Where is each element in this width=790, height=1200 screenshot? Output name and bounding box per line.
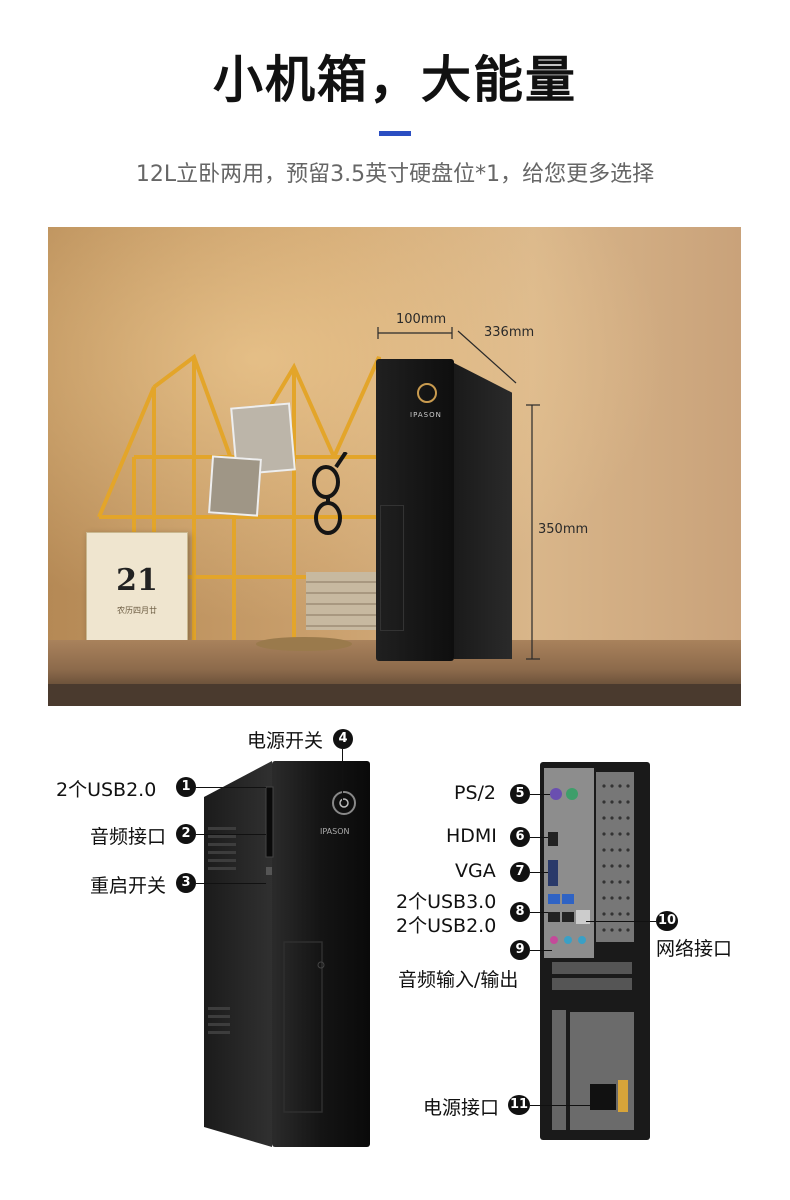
callout-label-10: 网络接口 (656, 938, 733, 960)
callout-label-4: 电源开关 (247, 730, 324, 752)
callout-label-8a: 2个USB3.0 (396, 891, 497, 913)
width-dimension: 100mm (396, 312, 447, 327)
callout-badge-10: 10 (656, 911, 678, 931)
callout-leader (196, 834, 266, 835)
callout-badge-7: 7 (510, 862, 530, 882)
title-accent-bar (379, 131, 411, 136)
callout-leader (196, 787, 266, 788)
callout-badge-4: 4 (333, 729, 353, 749)
dimension-lines (377, 327, 540, 660)
callout-leader (342, 749, 343, 801)
product-scene-image: 21 农历四月廿 IPASON 100mm 336mm 350mm (48, 227, 741, 706)
svg-text:IPASON: IPASON (320, 827, 350, 836)
pc-back-view (540, 762, 650, 1140)
callout-leader (530, 912, 548, 913)
desk-edge (48, 684, 741, 706)
callout-label-9: 音频输入/输出 (398, 969, 519, 991)
callout-leader (530, 872, 548, 873)
pc-front-view: IPASON (204, 761, 370, 1147)
callout-badge-9: 9 (510, 940, 530, 960)
calendar-subtext: 农历四月廿 (117, 606, 157, 615)
page-subtitle: 12L立卧两用，预留3.5英寸硬盘位*1，给您更多选择 (135, 162, 655, 187)
power-button-icon (417, 383, 437, 403)
callout-label-7: VGA (455, 860, 496, 882)
page-title: 小机箱，大能量 (213, 51, 577, 109)
pc-brand-label: IPASON (410, 411, 442, 419)
pc-door (380, 505, 404, 631)
callout-leader (530, 837, 548, 838)
callout-label-1: 2个USB2.0 (56, 779, 157, 801)
callout-label-2: 音频接口 (90, 826, 167, 848)
desk-calendar: 21 农历四月廿 (86, 532, 188, 642)
callout-leader (530, 1105, 590, 1106)
callout-leader (530, 794, 550, 795)
callout-label-5: PS/2 (454, 782, 497, 804)
callout-leader (196, 883, 266, 884)
callout-label-6: HDMI (446, 825, 497, 847)
callout-badge-11: 11 (508, 1095, 530, 1115)
callout-badge-3: 3 (176, 873, 196, 893)
callout-badge-6: 6 (510, 827, 530, 847)
callout-label-11: 电源接口 (423, 1097, 500, 1119)
decor-plate (256, 637, 352, 651)
pc-front-panel: IPASON (376, 359, 454, 661)
callout-badge-8: 8 (510, 902, 530, 922)
pc-side-panel (454, 363, 512, 659)
book-stack (306, 572, 378, 630)
callout-badge-2: 2 (176, 824, 196, 844)
depth-dimension: 336mm (484, 325, 535, 340)
callout-badge-1: 1 (176, 777, 196, 797)
height-dimension: 350mm (538, 522, 589, 537)
callout-leader (586, 921, 656, 922)
calendar-day: 21 (116, 563, 158, 598)
callout-leader (530, 950, 552, 951)
glasses-icon (312, 452, 348, 535)
callout-badge-5: 5 (510, 784, 530, 804)
callout-label-8b: 2个USB2.0 (396, 915, 497, 937)
callout-label-3: 重启开关 (90, 875, 167, 897)
